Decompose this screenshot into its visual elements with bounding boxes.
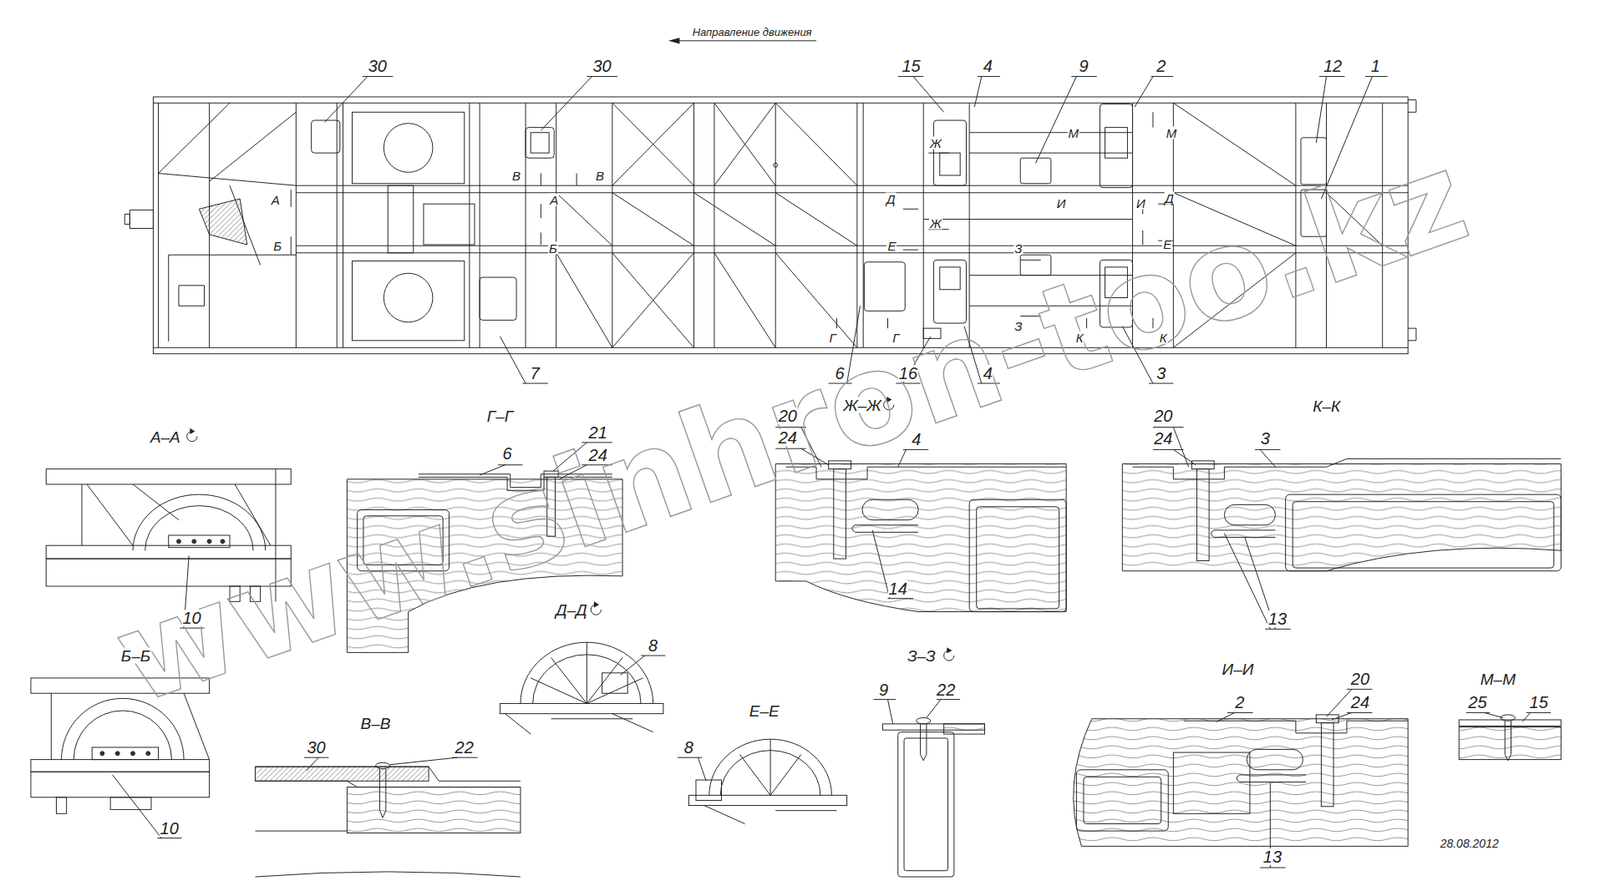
callout-number: 3 bbox=[1259, 430, 1271, 447]
section-mark: К bbox=[1075, 331, 1085, 345]
section-m bbox=[1458, 712, 1561, 761]
section-mark: И bbox=[1135, 197, 1147, 210]
callout-number: 13 bbox=[1267, 610, 1288, 628]
section-d bbox=[500, 642, 666, 735]
callout-number: 6 bbox=[834, 365, 846, 382]
callout-number: 24 bbox=[1350, 694, 1371, 712]
section-title: В–В bbox=[359, 715, 392, 732]
callout-number: 14 bbox=[888, 580, 909, 598]
callout-number: 2 bbox=[1234, 694, 1245, 712]
section-i bbox=[1073, 689, 1408, 869]
section-title: З–З bbox=[906, 648, 937, 665]
callout-number: 9 bbox=[1077, 57, 1089, 75]
section-mark: З bbox=[1013, 319, 1023, 332]
section-title: Ж–Ж bbox=[842, 396, 882, 413]
callout-number: 16 bbox=[898, 365, 919, 382]
callout-number: 30 bbox=[305, 739, 326, 757]
callout-number: 10 bbox=[181, 609, 202, 627]
section-mark: Д bbox=[1163, 191, 1175, 204]
section-mark: Е bbox=[886, 239, 897, 253]
section-title: Б–Б bbox=[120, 648, 152, 665]
callout-number: 30 bbox=[591, 57, 612, 75]
callout-number: 1 bbox=[1370, 57, 1382, 75]
section-mark: И bbox=[1056, 197, 1067, 210]
callout-number: 15 bbox=[1528, 694, 1550, 712]
section-mark: Г bbox=[891, 331, 900, 345]
callout-number: 7 bbox=[528, 365, 540, 382]
callout-number: 3 bbox=[1155, 365, 1167, 382]
section-mark: А bbox=[548, 193, 559, 207]
callout-number: 4 bbox=[982, 57, 994, 75]
callout-number: 30 bbox=[367, 57, 388, 75]
section-z bbox=[873, 700, 985, 878]
section-title: М–М bbox=[1479, 671, 1517, 688]
section-mark: Ж bbox=[929, 217, 943, 230]
callout-number: 22 bbox=[935, 681, 956, 699]
callout-number: 21 bbox=[588, 424, 609, 442]
section-mark: З bbox=[1013, 241, 1023, 254]
direction-arrow bbox=[668, 37, 817, 44]
section-mark: Ж bbox=[929, 136, 943, 149]
callout-number: 2 bbox=[1155, 57, 1167, 75]
callout-number: 9 bbox=[878, 681, 889, 699]
section-title: И–И bbox=[1221, 661, 1255, 678]
section-v bbox=[255, 757, 521, 878]
callout-number: 6 bbox=[501, 445, 513, 463]
direction-note: Направление движения bbox=[691, 25, 813, 37]
section-mark: Б bbox=[548, 241, 559, 254]
section-mark: Е bbox=[1162, 237, 1173, 250]
callout-number: 20 bbox=[777, 407, 798, 425]
section-title: Г–Г bbox=[486, 408, 514, 425]
callout-number: 8 bbox=[683, 739, 695, 757]
section-title: К–К bbox=[1311, 398, 1341, 415]
callout-number: 15 bbox=[900, 57, 921, 75]
section-k bbox=[1122, 427, 1561, 630]
section-mark: В bbox=[511, 169, 522, 183]
section-title: Е–Е bbox=[748, 703, 781, 720]
section-mark: Г bbox=[827, 331, 837, 345]
watermark: www.sinhron-too.kz bbox=[101, 133, 1482, 724]
section-mark: К bbox=[1158, 331, 1169, 345]
callout-number: 12 bbox=[1322, 57, 1343, 75]
section-mark: А bbox=[270, 193, 281, 207]
callout-number: 20 bbox=[1153, 407, 1174, 425]
callout-number: 20 bbox=[1350, 670, 1371, 688]
section-e bbox=[677, 739, 848, 824]
callout-number: 10 bbox=[159, 820, 180, 838]
callout-number: 8 bbox=[647, 637, 659, 655]
section-mark: В bbox=[594, 169, 605, 183]
section-mark: М bbox=[1067, 126, 1081, 139]
section-mark: Д bbox=[885, 193, 897, 206]
callout-number: 4 bbox=[982, 365, 994, 382]
date-stamp: 28.08.2012 bbox=[1439, 838, 1500, 850]
callout-number: 24 bbox=[777, 429, 798, 447]
callout-number: 24 bbox=[588, 446, 609, 464]
callout-number: 4 bbox=[910, 431, 922, 448]
callout-number: 25 bbox=[1467, 694, 1488, 712]
callout-number: 24 bbox=[1153, 430, 1174, 447]
section-mark: Б bbox=[272, 239, 283, 253]
callout-number: 22 bbox=[454, 739, 475, 757]
section-title: Д–Д bbox=[554, 602, 588, 619]
callout-number: 13 bbox=[1262, 848, 1283, 866]
section-title: А–А bbox=[149, 428, 182, 445]
section-mark: М bbox=[1165, 126, 1179, 139]
